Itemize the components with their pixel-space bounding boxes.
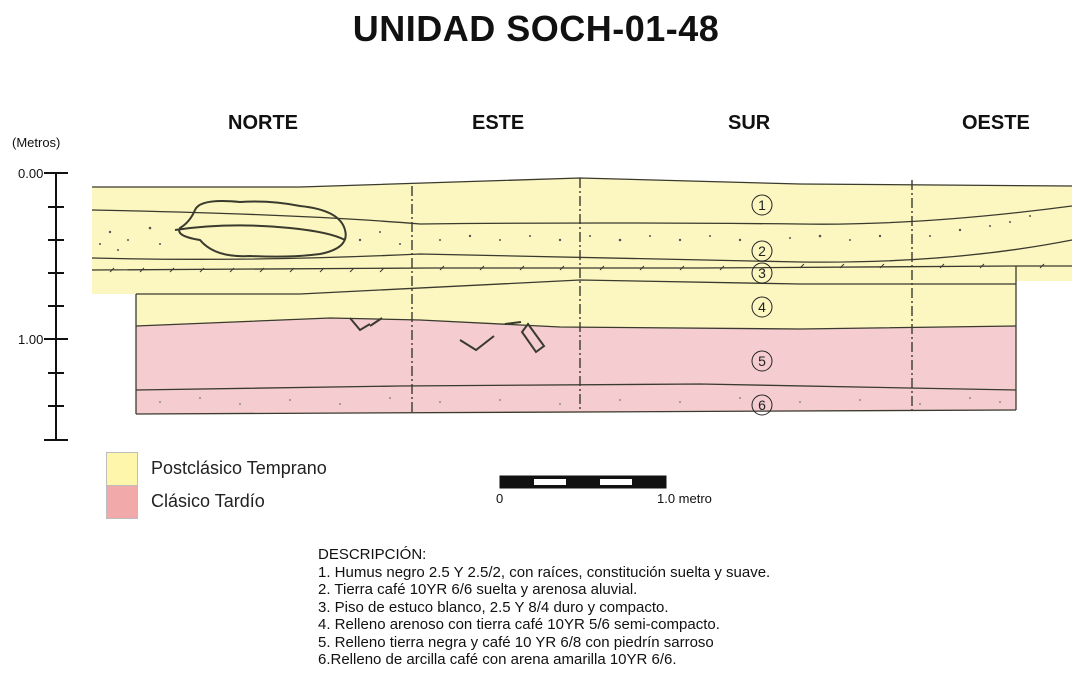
depth-tick-label-0: 0.00 xyxy=(18,166,44,181)
layer-2-number: 2 xyxy=(758,243,766,259)
legend-item-postclasico: Postclásico Temprano xyxy=(106,452,406,486)
floor-hatch xyxy=(109,263,1045,273)
layer-3-marker xyxy=(751,262,773,284)
clasico-fill xyxy=(136,318,1016,414)
depth-tick-label-1: 1.00 xyxy=(18,332,44,347)
layer-6-number: 6 xyxy=(758,397,766,413)
layer-5-marker xyxy=(751,350,773,372)
depth-axis xyxy=(44,172,68,441)
layer-4-number: 4 xyxy=(758,299,766,315)
legend-swatch-postclasico xyxy=(106,452,138,486)
wall-label-sur: SUR xyxy=(728,112,771,134)
scale-bar xyxy=(499,475,667,489)
legend-label-postclasico: Postclásico Temprano xyxy=(151,458,327,478)
layer-2-marker xyxy=(751,240,773,262)
layer-markers xyxy=(751,194,773,416)
description-block: DESCRIPCIÓN: 1. Humus negro 2.5 Y 2.5/2,… xyxy=(318,546,770,669)
layer-6-marker xyxy=(751,394,773,416)
scale-start-label: 0 xyxy=(496,491,504,506)
description-item-4: 4. Relleno arenoso con tierra café 10YR … xyxy=(318,616,720,633)
description-item-5: 5. Relleno tierra negra y café 10 YR 6/8… xyxy=(318,633,714,651)
legend-label-clasico: Clásico Tardío xyxy=(151,491,265,511)
depth-units-label: (Metros) xyxy=(12,135,61,150)
layer-1-marker xyxy=(751,194,773,216)
scale-end-label: 1.0 metro xyxy=(657,491,712,506)
strata-lines xyxy=(91,177,1072,415)
legend-item-clasico: Clásico Tardío xyxy=(106,485,406,519)
description-item-1: 1. Humus negro 2.5 Y 2.5/2, con raíces, … xyxy=(318,563,771,581)
legend-swatch-clasico xyxy=(106,485,138,519)
description-heading: DESCRIPCIÓN: xyxy=(318,546,427,563)
layer-3-number: 3 xyxy=(758,265,766,281)
wall-label-este: ESTE xyxy=(472,112,525,134)
layer-1-number: 1 xyxy=(758,197,766,213)
description-item-3: 3. Piso de estuco blanco, 2.5 Y 8/4 duro… xyxy=(318,598,669,616)
stones xyxy=(174,200,546,354)
layer6-gravel xyxy=(159,397,1001,405)
wall-label-oeste: OESTE xyxy=(962,112,1030,134)
layer-4-marker xyxy=(751,296,773,318)
layer-5-number: 5 xyxy=(758,353,766,369)
description-item-6: 6.Relleno de arcilla café con arena amar… xyxy=(318,651,677,668)
wall-corners xyxy=(411,178,913,412)
page-title: UNIDAD SOCH-01-48 xyxy=(352,8,720,49)
wall-label-norte: NORTE xyxy=(228,112,298,134)
layer2-gravel xyxy=(99,215,1031,251)
description-item-2: 2. Tierra café 10YR 6/6 suelta y arenosa… xyxy=(318,581,638,598)
postclasico-fill xyxy=(92,178,1072,329)
